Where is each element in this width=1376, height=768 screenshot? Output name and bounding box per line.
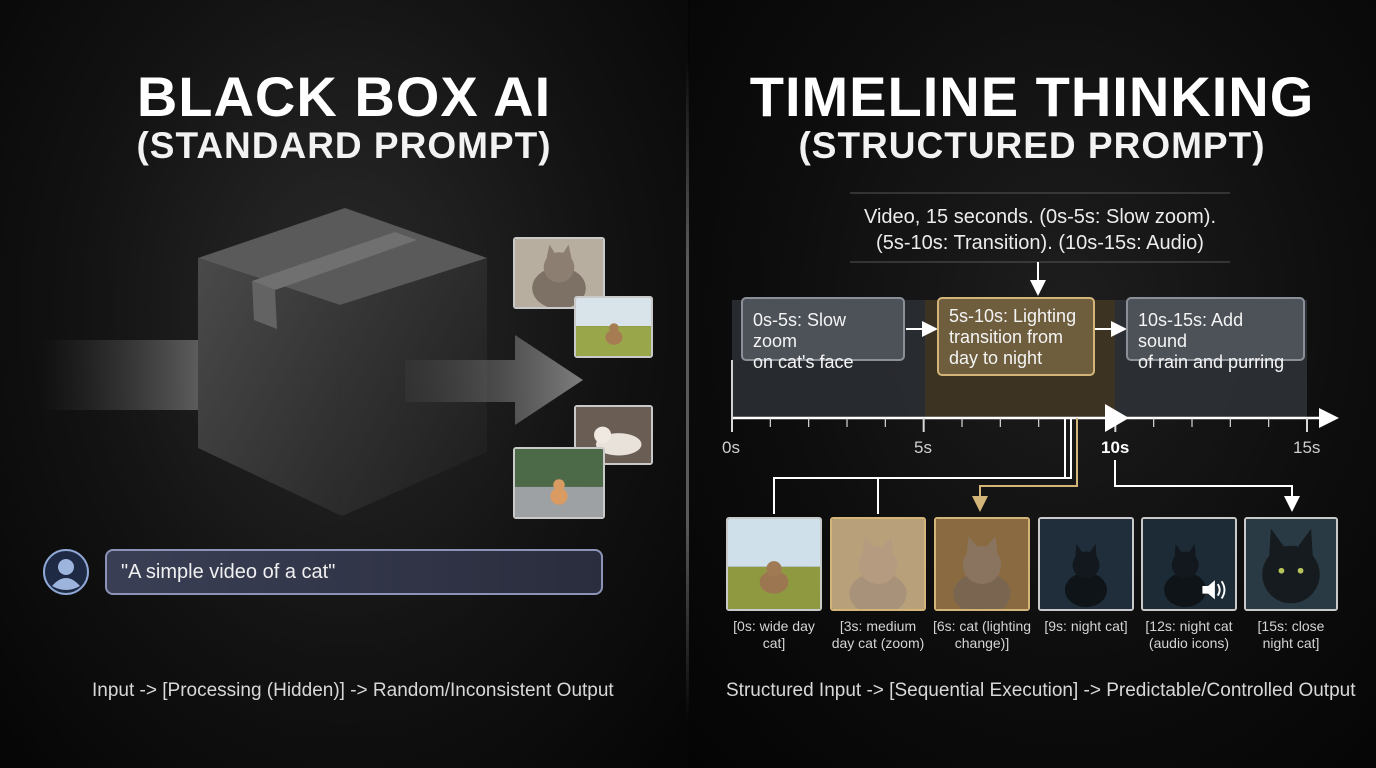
frame-caption-15s: [15s: close night cat] <box>1236 618 1346 652</box>
timeline-ticks <box>731 418 1308 432</box>
left-subtitle: (STANDARD PROMPT) <box>136 125 552 166</box>
segment-box-0-5s: 0s-5s: Slow zoom on cat's face <box>741 297 905 372</box>
segment-text: 0s-5s: Slow zoom <box>753 310 847 351</box>
segment-text: 10s-15s: Add sound <box>1138 310 1244 351</box>
frame-15s <box>1244 517 1338 611</box>
frame-caption-0s: [0s: wide day cat] <box>719 618 829 652</box>
user-avatar-icon <box>42 548 90 596</box>
frame-caption-12s: [12s: night cat (audio icons) <box>1134 618 1244 652</box>
frame-caption-line: cat] <box>762 635 786 651</box>
segment-text: transition from <box>949 327 1064 347</box>
right-caption: Structured Input -> [Sequential Executio… <box>726 680 1356 701</box>
timeline-diagram <box>731 262 1339 514</box>
box-icon <box>198 208 487 516</box>
prompt-separators <box>850 192 1230 263</box>
right-title: TIMELINE THINKING <box>749 65 1315 128</box>
segment-text: on cat's face <box>753 352 854 372</box>
prompt-input[interactable]: "A simple video of a cat" <box>105 549 603 595</box>
segment-box-5-10s: 5s-10s: Lighting transition from day to … <box>937 297 1095 376</box>
output-thumbnail-2 <box>574 296 653 358</box>
frame-connector-4 <box>1114 460 1300 512</box>
frame-caption-line: night cat] <box>1262 635 1320 651</box>
tick-label-5s: 5s <box>914 438 932 457</box>
structured-prompt: Video, 15 seconds. (0s-5s: Slow zoom). (… <box>790 204 1290 256</box>
frame-caption-6s: [6s: cat (lighting change)] <box>927 618 1037 652</box>
left-caption: Input -> [Processing (Hidden)] -> Random… <box>92 680 614 701</box>
frame-3s <box>830 517 926 611</box>
segment-text: day to night <box>949 348 1043 368</box>
output-thumbnail-4 <box>513 447 605 519</box>
frame-caption-line: [0s: wide day <box>733 618 815 634</box>
frame-6s <box>934 517 1030 611</box>
frame-caption-line: [15s: close <box>1257 618 1325 634</box>
frame-caption-line: day cat (zoom) <box>831 635 925 651</box>
frame-caption-line: [9s: night cat] <box>1044 618 1128 634</box>
frame-caption-line: [3s: medium <box>839 618 917 634</box>
tick-label-15s: 15s <box>1293 438 1321 457</box>
play-marker-icon <box>1105 404 1129 432</box>
tick-label-0s: 0s <box>722 438 740 457</box>
segment-text: of rain and purring <box>1138 352 1285 372</box>
structured-prompt-line-2: (5s-10s: Transition). (10s-15s: Audio) <box>876 232 1204 254</box>
frame-caption-3s: [3s: medium day cat (zoom) <box>823 618 933 652</box>
frame-caption-line: [6s: cat (lighting <box>932 618 1032 634</box>
segment-box-10-15s: 10s-15s: Add sound of rain and purring <box>1126 297 1305 372</box>
frame-caption-line: (audio icons) <box>1148 635 1230 651</box>
frame-0s <box>726 517 822 611</box>
right-subtitle: (STRUCTURED PROMPT) <box>798 125 1266 166</box>
output-thumbnail-1 <box>513 237 605 309</box>
structured-prompt-line-1: Video, 15 seconds. (0s-5s: Slow zoom). <box>863 206 1217 228</box>
frame-12s <box>1141 517 1237 611</box>
speaker-icon <box>1202 580 1226 600</box>
left-title: BLACK BOX AI <box>136 65 552 128</box>
black-box-diagram <box>40 208 583 516</box>
frame-9s <box>1038 517 1134 611</box>
frame-caption-line: [12s: night cat <box>1145 618 1233 634</box>
segment-text: 5s-10s: Lighting <box>949 306 1077 326</box>
arrow-out-icon <box>405 335 583 425</box>
tick-label-10s: 10s <box>1101 438 1130 457</box>
frame-caption-line: change)] <box>954 635 1010 651</box>
frame-connector-1 <box>773 418 1066 514</box>
frame-connector-3 <box>972 418 1078 512</box>
panel-divider <box>686 60 689 720</box>
frame-connector-2 <box>877 418 1072 514</box>
frame-caption-9s: [9s: night cat] <box>1031 618 1141 635</box>
